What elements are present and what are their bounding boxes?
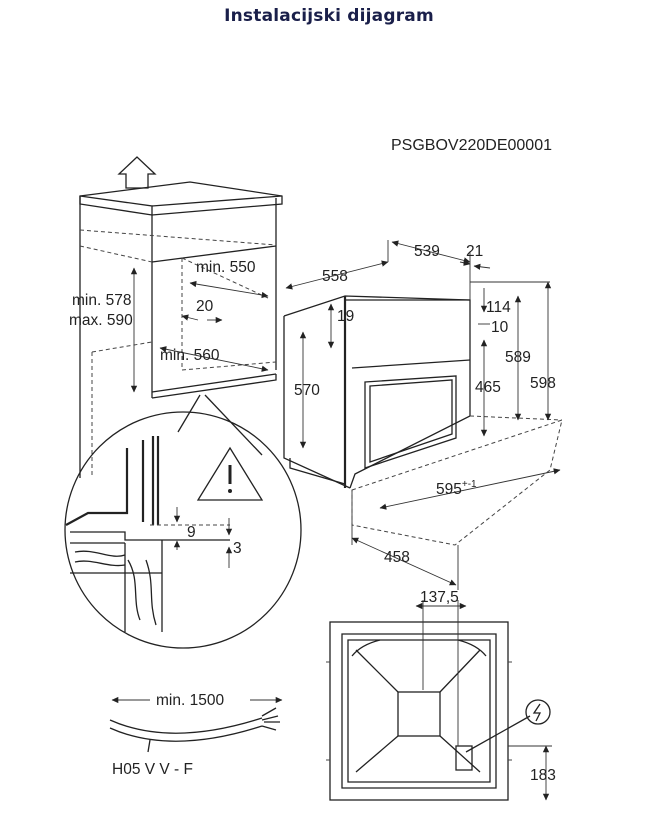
label-570: 570 (294, 382, 320, 399)
diagram-title: Instalacijski dijagram (224, 6, 434, 26)
electric-symbol-icon (525, 699, 551, 725)
label-137-5: 137,5 (420, 589, 459, 606)
label-595-tolerance: +-1 (462, 479, 477, 490)
label-598: 598 (530, 375, 556, 392)
label-465: 465 (475, 379, 501, 396)
label-9: 9 (187, 524, 196, 541)
label-10: 10 (491, 319, 509, 336)
model-code: PSGBOV220DE00001 (391, 137, 552, 154)
label-539: 539 (414, 243, 440, 260)
label-cable-length: min. 1500 (156, 692, 224, 709)
label-21: 21 (466, 243, 483, 260)
label-458: 458 (384, 549, 410, 566)
up-arrow-icon (117, 156, 157, 189)
rear-view-drawing (324, 600, 552, 801)
label-min-550: min. 550 (196, 259, 256, 276)
label-max-590: max. 590 (69, 312, 133, 329)
label-183: 183 (530, 767, 556, 784)
label-3: 3 (233, 540, 242, 557)
label-114: 114 (486, 299, 511, 316)
warning-icon (196, 446, 264, 501)
label-589: 589 (505, 349, 531, 366)
label-cable-type: H05 V V - F (112, 761, 193, 778)
label-min-560: min. 560 (160, 347, 220, 364)
detail-circle (64, 411, 302, 649)
label-min-578: min. 578 (72, 292, 131, 309)
label-595: 595+-1 (436, 479, 477, 498)
cable-drawing (109, 696, 283, 753)
label-595-value: 595 (436, 481, 462, 498)
oven-drawing (283, 240, 563, 590)
label-20: 20 (196, 298, 214, 315)
label-19: 19 (337, 308, 354, 325)
label-558: 558 (322, 268, 348, 285)
cabinet-drawing (79, 156, 283, 478)
